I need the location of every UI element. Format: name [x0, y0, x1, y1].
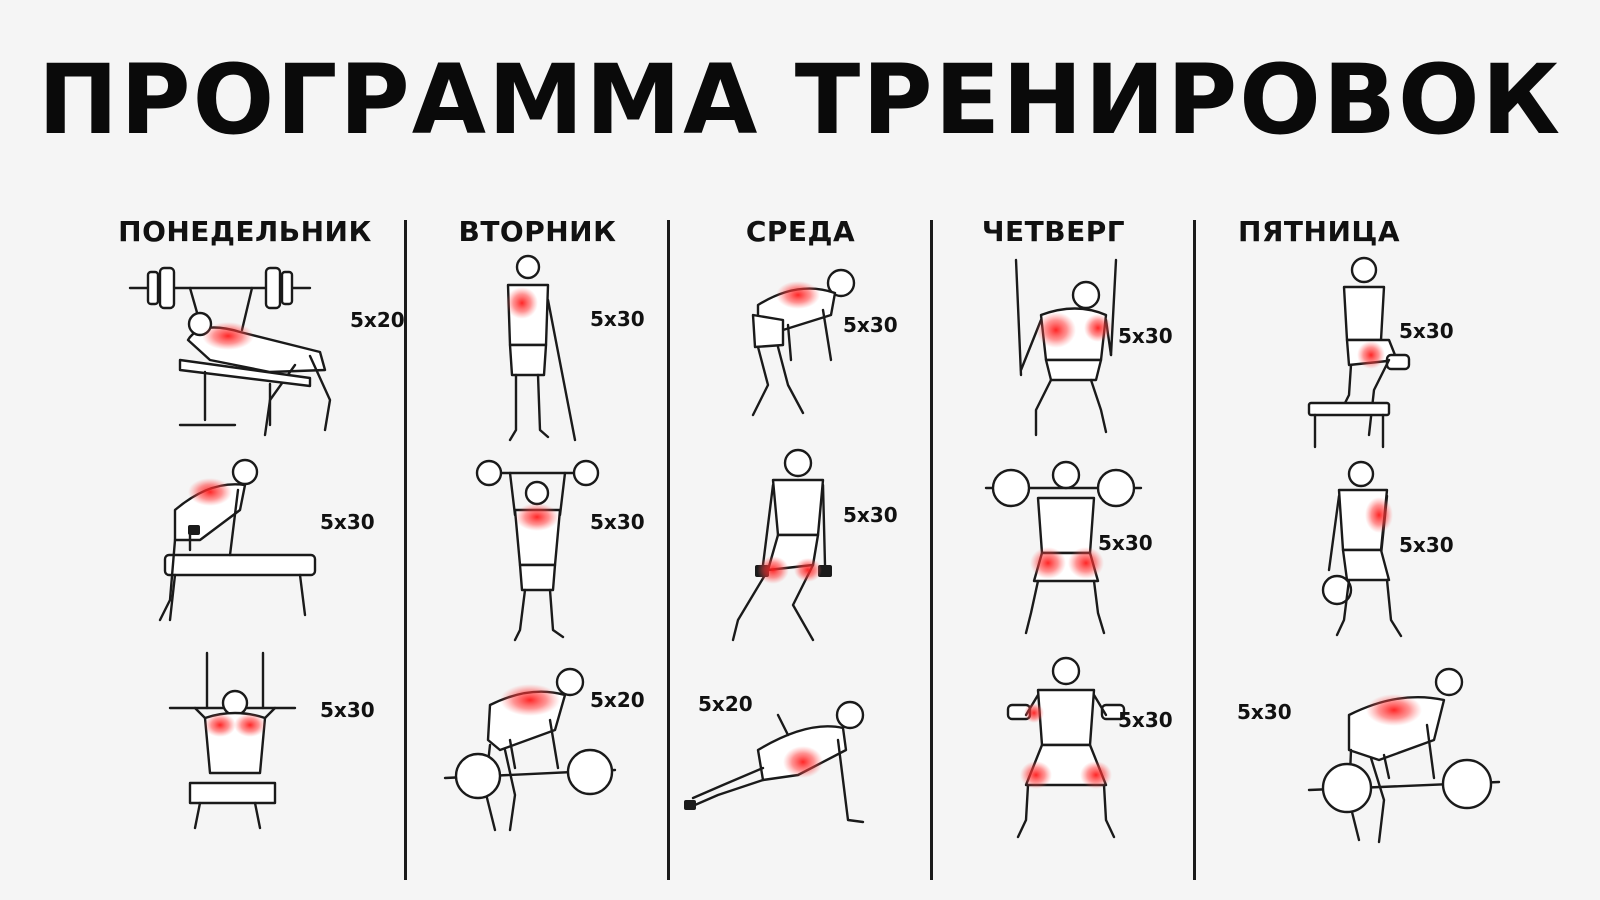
column-divider	[404, 220, 407, 880]
reps-label: 5x30	[1098, 531, 1153, 555]
dumbbell-lunge-icon	[731, 448, 832, 642]
lat-pulldown-icon	[168, 651, 297, 830]
exercise-card: 5x30	[475, 455, 665, 655]
day-column-thursday: ЧЕТВЕРГ 5x30 5x30	[936, 205, 1191, 885]
barbell-deadlift-icon	[1307, 667, 1501, 844]
reps-label: 5x30	[1399, 319, 1454, 343]
exercise-card: 5x30	[1307, 255, 1499, 455]
reps-label: 5x30	[1237, 700, 1292, 724]
column-divider	[1193, 220, 1196, 880]
exercise-card: 5x30	[1006, 258, 1191, 450]
cable-squat-icon	[1014, 258, 1118, 437]
side-plank-icon	[684, 700, 865, 824]
reps-label: 5x30	[843, 313, 898, 337]
page-title: ПРОГРАММА ТРЕНИРОВОК	[37, 44, 1563, 156]
reps-label: 5x30	[1399, 533, 1454, 557]
exercise-card: 5x20	[120, 260, 405, 450]
day-column-tuesday: ВТОРНИК 5x30 5x30	[410, 205, 665, 885]
reps-label: 5x30	[320, 510, 375, 534]
reps-label: 5x30	[320, 698, 375, 722]
reps-label: 5x30	[843, 503, 898, 527]
exercise-card: 5x30	[1309, 460, 1499, 655]
day-column-monday: ПОНЕДЕЛЬНИК 5x20 5x30	[100, 205, 405, 885]
step-up-icon	[1307, 256, 1411, 449]
day-heading: ПОНЕДЕЛЬНИК	[118, 215, 372, 248]
reps-label: 5x20	[590, 688, 645, 712]
reps-label: 5x30	[1118, 708, 1173, 732]
reps-label: 5x30	[590, 307, 645, 331]
reps-label: 5x30	[590, 510, 645, 534]
day-column-friday: ПЯТНИЦА 5x30 5x30	[1199, 205, 1501, 885]
column-divider	[930, 220, 933, 880]
overhead-press-icon	[475, 459, 600, 642]
exercise-card: 5x30	[150, 450, 400, 640]
reps-label: 5x20	[698, 692, 753, 716]
barbell-row-icon	[443, 667, 617, 832]
dumbbell-squat-curl-icon	[1006, 656, 1126, 839]
cable-curl-icon	[506, 254, 577, 442]
exercise-card: 5x20	[440, 660, 665, 850]
day-heading: ЧЕТВЕРГ	[981, 215, 1126, 248]
column-divider	[667, 220, 670, 880]
exercise-card: 5x30	[743, 265, 928, 435]
exercise-card: 5x20	[678, 680, 928, 840]
exercise-card: 5x30	[1199, 660, 1501, 860]
reps-label: 5x20	[350, 308, 405, 332]
day-column-wednesday: СРЕДА 5x30 5x30	[673, 205, 928, 885]
bent-over-row-icon	[751, 268, 856, 417]
barbell-squat-icon	[984, 460, 1143, 635]
exercise-card: 5x30	[1006, 655, 1191, 860]
day-heading: СРЕДА	[745, 215, 856, 248]
bench-press-icon	[128, 266, 332, 437]
exercise-card: 5x30	[984, 453, 1191, 653]
dumbbell-row-icon	[158, 458, 317, 622]
day-heading: ВТОРНИК	[458, 215, 617, 248]
kettlebell-deadlift-icon	[1321, 460, 1403, 638]
day-heading: ПЯТНИЦА	[1237, 215, 1401, 248]
reps-label: 5x30	[1118, 324, 1173, 348]
exercise-card: 5x30	[713, 445, 928, 655]
exercise-card: 5x30	[500, 254, 665, 455]
exercise-card: 5x30	[165, 651, 400, 843]
